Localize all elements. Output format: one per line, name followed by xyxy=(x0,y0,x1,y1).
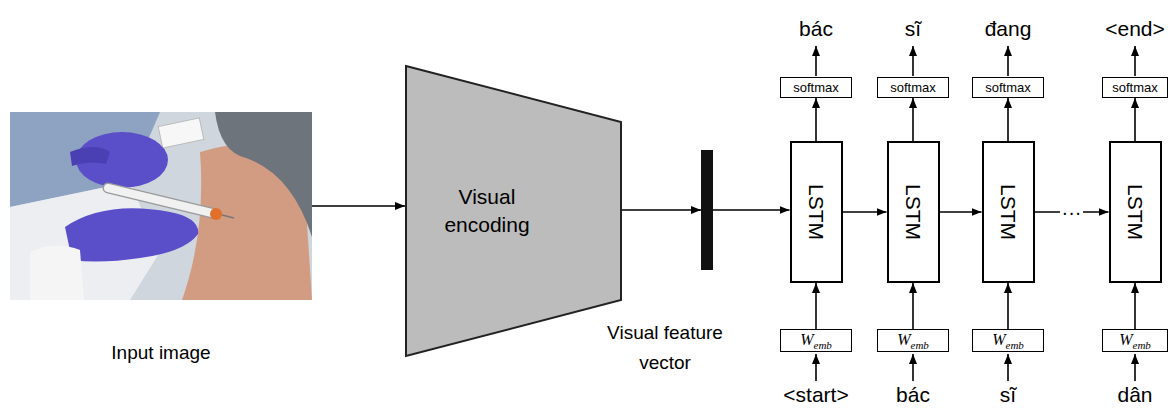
subscript: emb xyxy=(1006,339,1024,351)
lstm-cell: LSTM xyxy=(982,141,1035,283)
input-token: dân xyxy=(1117,383,1152,407)
connector-arrow xyxy=(843,211,887,213)
output-arrow xyxy=(815,46,817,76)
matrix-symbol: W xyxy=(1119,331,1132,348)
caption: Input image xyxy=(10,338,312,368)
box-label: softmax xyxy=(1112,80,1158,95)
box-label: softmax xyxy=(985,80,1031,95)
input-token: bác xyxy=(896,383,930,407)
matrix-symbol: W xyxy=(992,331,1005,348)
box-label: LSTM xyxy=(996,184,1020,240)
trapezoid-shape xyxy=(406,66,621,356)
connector-arrow xyxy=(312,205,405,207)
subscript: emb xyxy=(1133,339,1151,351)
glove-cuff xyxy=(30,245,84,300)
softmax-box: softmax xyxy=(780,77,852,98)
input-arrow xyxy=(912,354,914,381)
connector-arrow xyxy=(1007,283,1009,329)
input-image: Input image xyxy=(10,112,312,300)
box-label: LSTM xyxy=(901,184,925,240)
connector-arrow xyxy=(713,209,790,211)
lstm-cell: LSTM xyxy=(887,141,940,283)
needle xyxy=(222,215,234,218)
connector-arrow xyxy=(912,283,914,329)
glove-finger xyxy=(70,147,110,166)
output-token: đang xyxy=(985,17,1032,41)
output-token: sĩ xyxy=(905,17,921,41)
edge-label: ··· xyxy=(1060,201,1084,223)
softmax-box: softmax xyxy=(1102,77,1168,98)
token-arrows xyxy=(816,46,1135,381)
connector-arrow xyxy=(1134,283,1136,329)
gloved-hand xyxy=(65,208,198,261)
matrix-symbol: W xyxy=(800,331,813,348)
embedding-box: Wemb xyxy=(972,329,1044,352)
shirt-sleeve xyxy=(215,112,312,237)
photo-background xyxy=(10,112,312,300)
connector-arrow xyxy=(940,211,982,213)
trapezoid-outline xyxy=(405,65,622,357)
connector-arrow xyxy=(1134,98,1136,141)
connector-arrow xyxy=(815,283,817,329)
vial-label xyxy=(158,118,204,148)
matrix-symbol: W xyxy=(897,331,910,348)
box-label: LSTM xyxy=(1123,184,1147,240)
subscript: emb xyxy=(911,339,929,351)
lstm-cell: LSTM xyxy=(790,141,843,283)
connector-arrow xyxy=(1007,98,1009,141)
output-arrow xyxy=(912,46,914,76)
encoder-trapezoid: Visual encoding xyxy=(405,65,622,357)
lstm-cell: LSTM xyxy=(1109,141,1162,283)
input-arrow xyxy=(1134,354,1136,381)
subscript: emb xyxy=(814,339,832,351)
box-label: LSTM xyxy=(804,184,828,240)
input-token: sĩ xyxy=(1000,383,1016,407)
connector-arrow xyxy=(912,98,914,141)
input-arrow xyxy=(1007,354,1009,381)
connector-arrow xyxy=(622,209,701,211)
input-token: <start> xyxy=(783,383,848,407)
output-token: bác xyxy=(799,17,833,41)
connector-arrow xyxy=(815,98,817,141)
box-label: softmax xyxy=(890,80,936,95)
softmax-box: softmax xyxy=(877,77,949,98)
embedding-box: Wemb xyxy=(780,329,852,352)
output-arrow xyxy=(1007,46,1009,76)
vaccination-photo xyxy=(10,112,312,300)
embedding-box: Wemb xyxy=(1102,329,1168,352)
syringe-tip xyxy=(210,208,222,220)
box-label: Visual encoding xyxy=(422,183,552,240)
box-label: softmax xyxy=(793,80,839,95)
output-arrow xyxy=(1134,46,1136,76)
caption: Visual feature vector xyxy=(579,318,751,379)
input-arrow xyxy=(815,354,817,381)
embedding-box: Wemb xyxy=(877,329,949,352)
softmax-box: softmax xyxy=(972,77,1044,98)
feature-vector-bar: Visual feature vector xyxy=(701,150,713,270)
output-token: <end> xyxy=(1105,17,1165,41)
